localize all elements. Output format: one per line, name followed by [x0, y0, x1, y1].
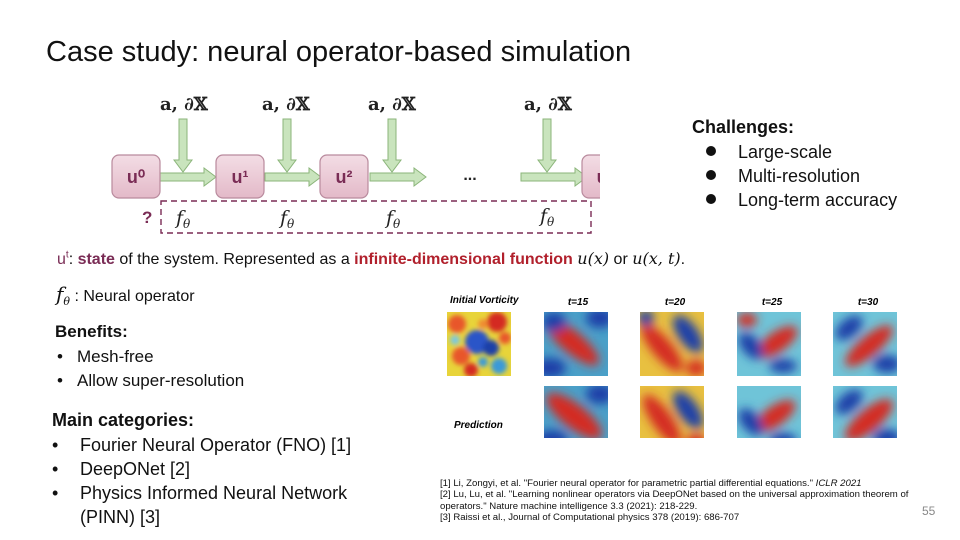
state-box-u2 — [319, 154, 369, 199]
list-item: Large-scale — [706, 140, 897, 164]
heatmap-cell — [640, 312, 704, 376]
input-arrow — [277, 118, 297, 173]
heatmap-cell — [833, 386, 897, 438]
list-item: •Physics Informed Neural Network — [52, 483, 348, 503]
bullet-icon — [706, 146, 716, 157]
list-item: •Fourier Neural Operator (FNO) [1] — [52, 435, 352, 455]
state-label: u¹ — [232, 167, 249, 187]
input-label: a, ∂𝕏 — [368, 94, 417, 115]
heatmap-cell — [640, 386, 704, 438]
step-arrow — [520, 167, 588, 187]
input-label: a, ∂𝕏 — [160, 94, 209, 115]
state-label: uᵀ — [597, 167, 600, 187]
list-item: Multi-resolution — [706, 164, 897, 188]
f-theta-label: fθ — [278, 207, 295, 231]
reference-2: [2] Lu, Lu, et al. "Learning nonlinear o… — [440, 489, 909, 512]
time-label: t=25 — [762, 297, 783, 308]
operator-dashed-box — [160, 200, 592, 234]
step-arrow — [369, 167, 427, 187]
state-box-u1 — [215, 154, 265, 199]
heatmap-cell — [544, 386, 608, 438]
categories-list: •Fourier Neural Operator (FNO) [1] •Deep… — [52, 433, 351, 529]
challenges-heading: Challenges: — [692, 117, 795, 137]
initial-vorticity-label: Initial Vorticity — [450, 295, 519, 306]
ellipsis: ... — [463, 167, 476, 184]
list-item: •Allow super-resolution — [57, 369, 244, 393]
benefits-heading: Benefits: — [55, 322, 128, 341]
page-number: 55 — [922, 504, 936, 518]
references: [1] Li, Zongyi, et al. "Fourier neural o… — [440, 478, 930, 524]
heatmap-grid — [544, 312, 897, 438]
reference-3: [3] Raissi et al., Journal of Computatio… — [440, 512, 740, 524]
bullet-icon — [706, 194, 716, 205]
f-theta-label: fθ — [538, 205, 555, 229]
list-item: Long-term accuracy — [706, 188, 897, 212]
vorticity-figure: Initial Vorticity t=15 t=20 t=25 t=30 Pr… — [447, 295, 897, 438]
categories-heading: Main categories: — [52, 410, 195, 430]
input-arrow — [537, 118, 557, 173]
input-label: a, ∂𝕏 — [524, 94, 573, 115]
time-label: t=15 — [568, 297, 589, 308]
initial-vorticity-heatmap — [447, 312, 511, 376]
heatmap-cell — [544, 312, 608, 376]
state-description: ut: state of the system. Represented as … — [57, 249, 686, 268]
state-box-u0 — [111, 154, 161, 199]
step-arrow — [264, 167, 322, 187]
bullet-icon: • — [52, 435, 59, 455]
question-mark: ? — [142, 208, 152, 227]
f-theta-label: fθ — [174, 207, 191, 231]
state-box-uT — [581, 154, 600, 199]
state-label: u² — [336, 167, 353, 187]
list-item: (PINN) [3] — [80, 507, 161, 527]
step-arrow — [159, 167, 217, 187]
bullet-icon: • — [57, 347, 63, 366]
time-label: t=30 — [858, 297, 879, 308]
slide-title: Case study: neural operator-based simula… — [46, 36, 632, 68]
bullet-icon: • — [57, 371, 63, 390]
heatmap-cell — [737, 386, 801, 438]
prediction-label: Prediction — [454, 420, 503, 431]
list-item: •Mesh-free — [57, 345, 244, 369]
state-label: u⁰ — [127, 167, 145, 187]
challenges-list: Large-scale Multi-resolution Long-term a… — [706, 140, 897, 212]
bullet-icon: • — [52, 483, 59, 503]
input-label: a, ∂𝕏 — [262, 94, 311, 115]
reference-1: [1] Li, Zongyi, et al. "Fourier neural o… — [440, 478, 862, 489]
operator-chain-diagram: a, ∂𝕏 a, ∂𝕏 a, ∂𝕏 a, ∂𝕏 u⁰ u¹ u² uᵀ ... … — [111, 94, 600, 234]
operator-description: fθ : Neural operator — [56, 282, 195, 309]
list-item: •DeepONet [2] — [52, 459, 191, 479]
heatmap-cell — [833, 312, 897, 376]
f-theta-label: fθ — [384, 207, 401, 231]
input-arrow — [382, 118, 402, 173]
benefits-list: •Mesh-free •Allow super-resolution — [57, 345, 244, 393]
time-label: t=20 — [665, 297, 686, 308]
input-arrow — [173, 118, 193, 173]
bullet-icon — [706, 170, 716, 181]
bullet-icon: • — [52, 459, 59, 479]
heatmap-cell — [737, 312, 801, 376]
